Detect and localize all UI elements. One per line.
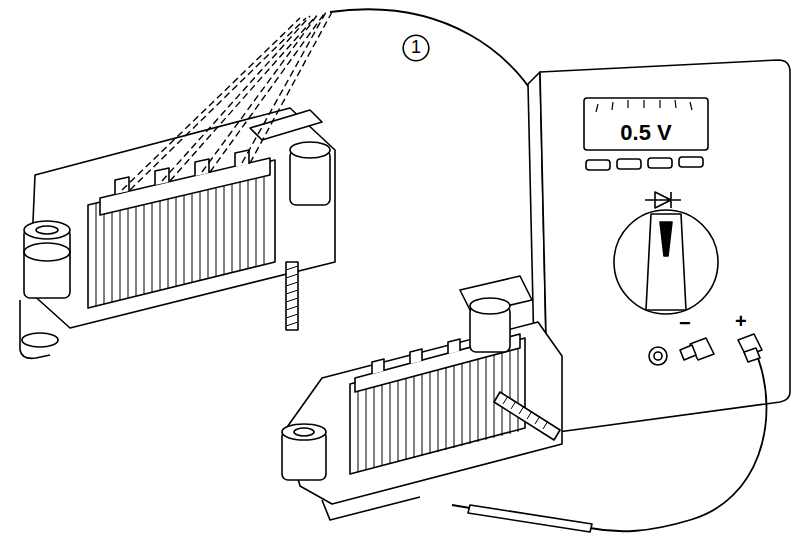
- probe-positions: [122, 12, 332, 190]
- rectifier-assembly-bottom: [282, 276, 592, 532]
- meter-reading: 0.5 V: [620, 121, 671, 145]
- callout-number: 1: [411, 38, 421, 58]
- terminal-sign: +: [735, 310, 747, 332]
- rectifier-assembly-top: [20, 108, 335, 358]
- terminal-sign: −: [679, 312, 691, 334]
- callout-circle: 1: [402, 34, 430, 62]
- multimeter: [528, 60, 790, 440]
- meter-display: 0.5 V: [584, 98, 708, 150]
- positive-test-lead: [590, 358, 767, 531]
